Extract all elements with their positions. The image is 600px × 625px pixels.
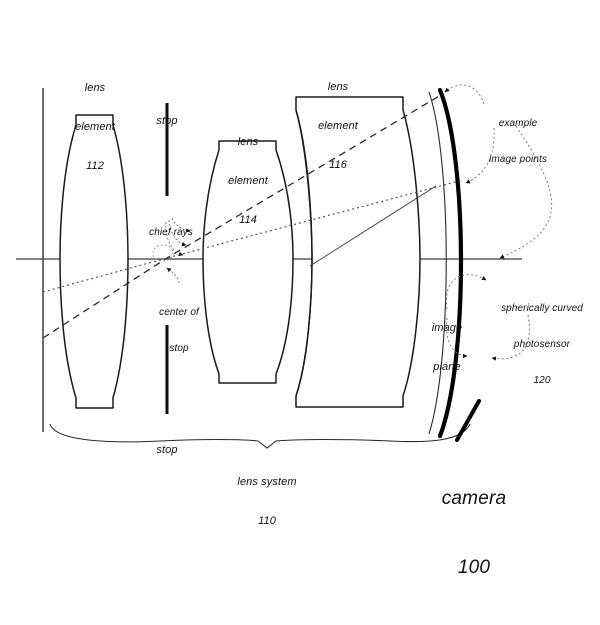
leader-chief-rays-2	[168, 219, 187, 247]
label-stop-top-text: stop	[156, 115, 178, 127]
label-lens-element-114: lens element 114	[213, 110, 283, 253]
label-lens-element-112-line1: lens	[84, 82, 106, 94]
label-lens-element-112-line3: 112	[86, 160, 104, 172]
leader-chief-rays-1	[171, 217, 191, 233]
optical-diagram-svg	[16, 84, 552, 449]
label-center-of-stop-line1: center of	[159, 307, 199, 318]
label-chief-rays: chief rays	[133, 203, 209, 263]
label-lens-element-112-line2: element	[75, 121, 115, 133]
label-image-plane-line1: image	[431, 322, 463, 334]
label-lens-element-114-line3: 114	[239, 214, 257, 226]
label-lens-element-116-line3: 116	[329, 159, 347, 171]
chief-ray-dashed	[42, 94, 442, 339]
label-chief-rays-text: chief rays	[149, 227, 193, 238]
camera-leader-stroke	[455, 399, 481, 442]
label-lens-element-114-line1: lens	[237, 136, 259, 148]
leader-chief-rays-3	[165, 221, 184, 257]
label-photosensor-line3: 120	[533, 375, 551, 386]
label-example-image-points: example image points	[472, 94, 564, 190]
label-camera-line1: camera	[441, 488, 507, 509]
label-stop-bottom-text: stop	[156, 444, 178, 456]
leader-example-image-points-upper	[444, 84, 485, 105]
leader-example-image-points-axis	[499, 125, 552, 259]
image-plane-curve	[428, 91, 447, 435]
label-lens-element-116-line2: element	[318, 120, 358, 132]
label-camera-line2: 100	[457, 557, 491, 578]
label-photosensor-line2: photosensor	[513, 339, 571, 350]
label-lens-system-line1: lens system	[237, 476, 297, 488]
lens-element-116-inner-surface	[295, 109, 313, 397]
label-lens-element-114-line2: element	[228, 175, 268, 187]
label-example-image-points-line2: image points	[489, 154, 547, 165]
lens-element-114-outline	[202, 140, 294, 384]
label-example-image-points-line1: example	[498, 118, 538, 129]
spherically-curved-photosensor-arc	[437, 87, 464, 439]
label-photosensor-line1: spherically curved	[501, 303, 583, 314]
label-center-of-stop: center of stop	[147, 283, 211, 379]
leader-photosensor	[491, 314, 530, 361]
label-image-plane: image plane	[417, 296, 477, 400]
label-lens-system: lens system 110	[197, 450, 337, 554]
image-point-leader-line	[309, 185, 437, 267]
leader-image-plane-lower	[446, 317, 468, 359]
lens-system-brace	[49, 423, 471, 449]
label-lens-element-116: lens element 116	[303, 55, 373, 198]
leader-center-of-stop	[166, 267, 180, 284]
label-camera: camera 100	[414, 441, 534, 625]
label-center-of-stop-line2: stop	[169, 343, 189, 354]
center-of-stop-marker	[152, 244, 174, 262]
label-stop-top: stop	[142, 89, 192, 154]
label-spherically-curved-photosensor: spherically curved photosensor 120	[490, 279, 594, 411]
label-lens-element-112: lens element 112	[60, 56, 130, 199]
label-image-plane-line2: plane	[433, 361, 461, 373]
label-lens-element-116-line1: lens	[327, 81, 349, 93]
label-lens-system-line2: 110	[258, 515, 276, 527]
lens-element-112-outline	[59, 114, 129, 409]
patent-figure: lens element 112 lens element 114 lens e…	[16, 55, 594, 578]
label-stop-bottom: stop	[142, 418, 192, 483]
